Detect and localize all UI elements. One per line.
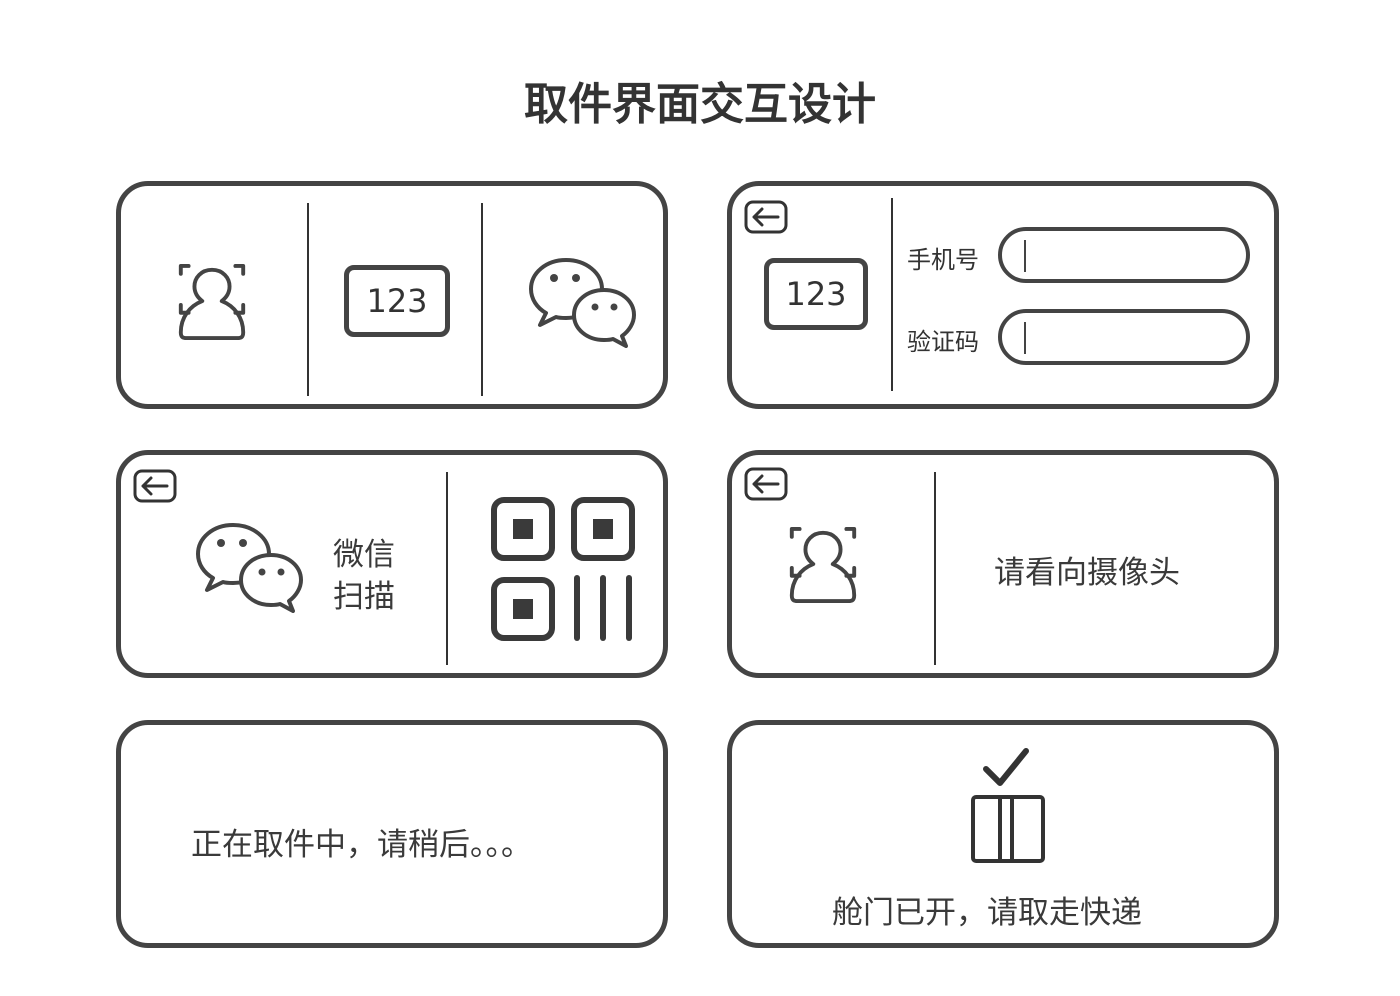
phone-input[interactable] (998, 227, 1250, 283)
divider (934, 472, 936, 665)
code-option-button[interactable]: 123 (344, 265, 450, 337)
face-scan-icon[interactable] (173, 262, 251, 344)
code-label: 123 (785, 275, 847, 313)
divider (446, 472, 448, 665)
text-caret (1024, 322, 1026, 354)
page-title: 取件界面交互设计 (524, 79, 876, 130)
wechat-icon[interactable] (528, 256, 638, 348)
face-prompt: 请看向摄像头 (994, 555, 1180, 591)
phone-label: 手机号 (907, 246, 979, 274)
wechat-label-line1: 微信 (333, 537, 395, 573)
text-caret (1024, 240, 1026, 272)
panel-code-entry: 123 手机号 验证码 (727, 181, 1279, 409)
qr-code-icon (491, 497, 635, 641)
verify-code-input[interactable] (998, 309, 1250, 365)
wechat-icon (195, 521, 305, 613)
code-label: 123 (366, 282, 428, 320)
back-arrow-icon[interactable] (744, 467, 788, 501)
divider (307, 203, 309, 396)
panel-waiting: 正在取件中，请稍后。。。 (116, 720, 668, 948)
panel-method-select: 123 (116, 181, 668, 409)
waiting-message: 正在取件中，请稍后。。。 (191, 827, 532, 863)
code-icon-box: 123 (764, 258, 868, 330)
divider (891, 198, 893, 391)
panel-face-recognition: 请看向摄像头 (727, 450, 1279, 678)
door-open-message: 舱门已开，请取走快递 (832, 895, 1142, 931)
verify-code-label: 验证码 (907, 328, 979, 356)
back-arrow-icon[interactable] (133, 469, 177, 503)
back-arrow-icon[interactable] (744, 200, 788, 234)
wechat-label-line2: 扫描 (333, 579, 395, 615)
divider (481, 203, 483, 396)
panel-wechat-scan: 微信 扫描 (116, 450, 668, 678)
face-scan-icon (784, 525, 862, 607)
panel-door-open: 舱门已开，请取走快递 (727, 720, 1279, 948)
open-locker-check-icon (971, 748, 1045, 863)
